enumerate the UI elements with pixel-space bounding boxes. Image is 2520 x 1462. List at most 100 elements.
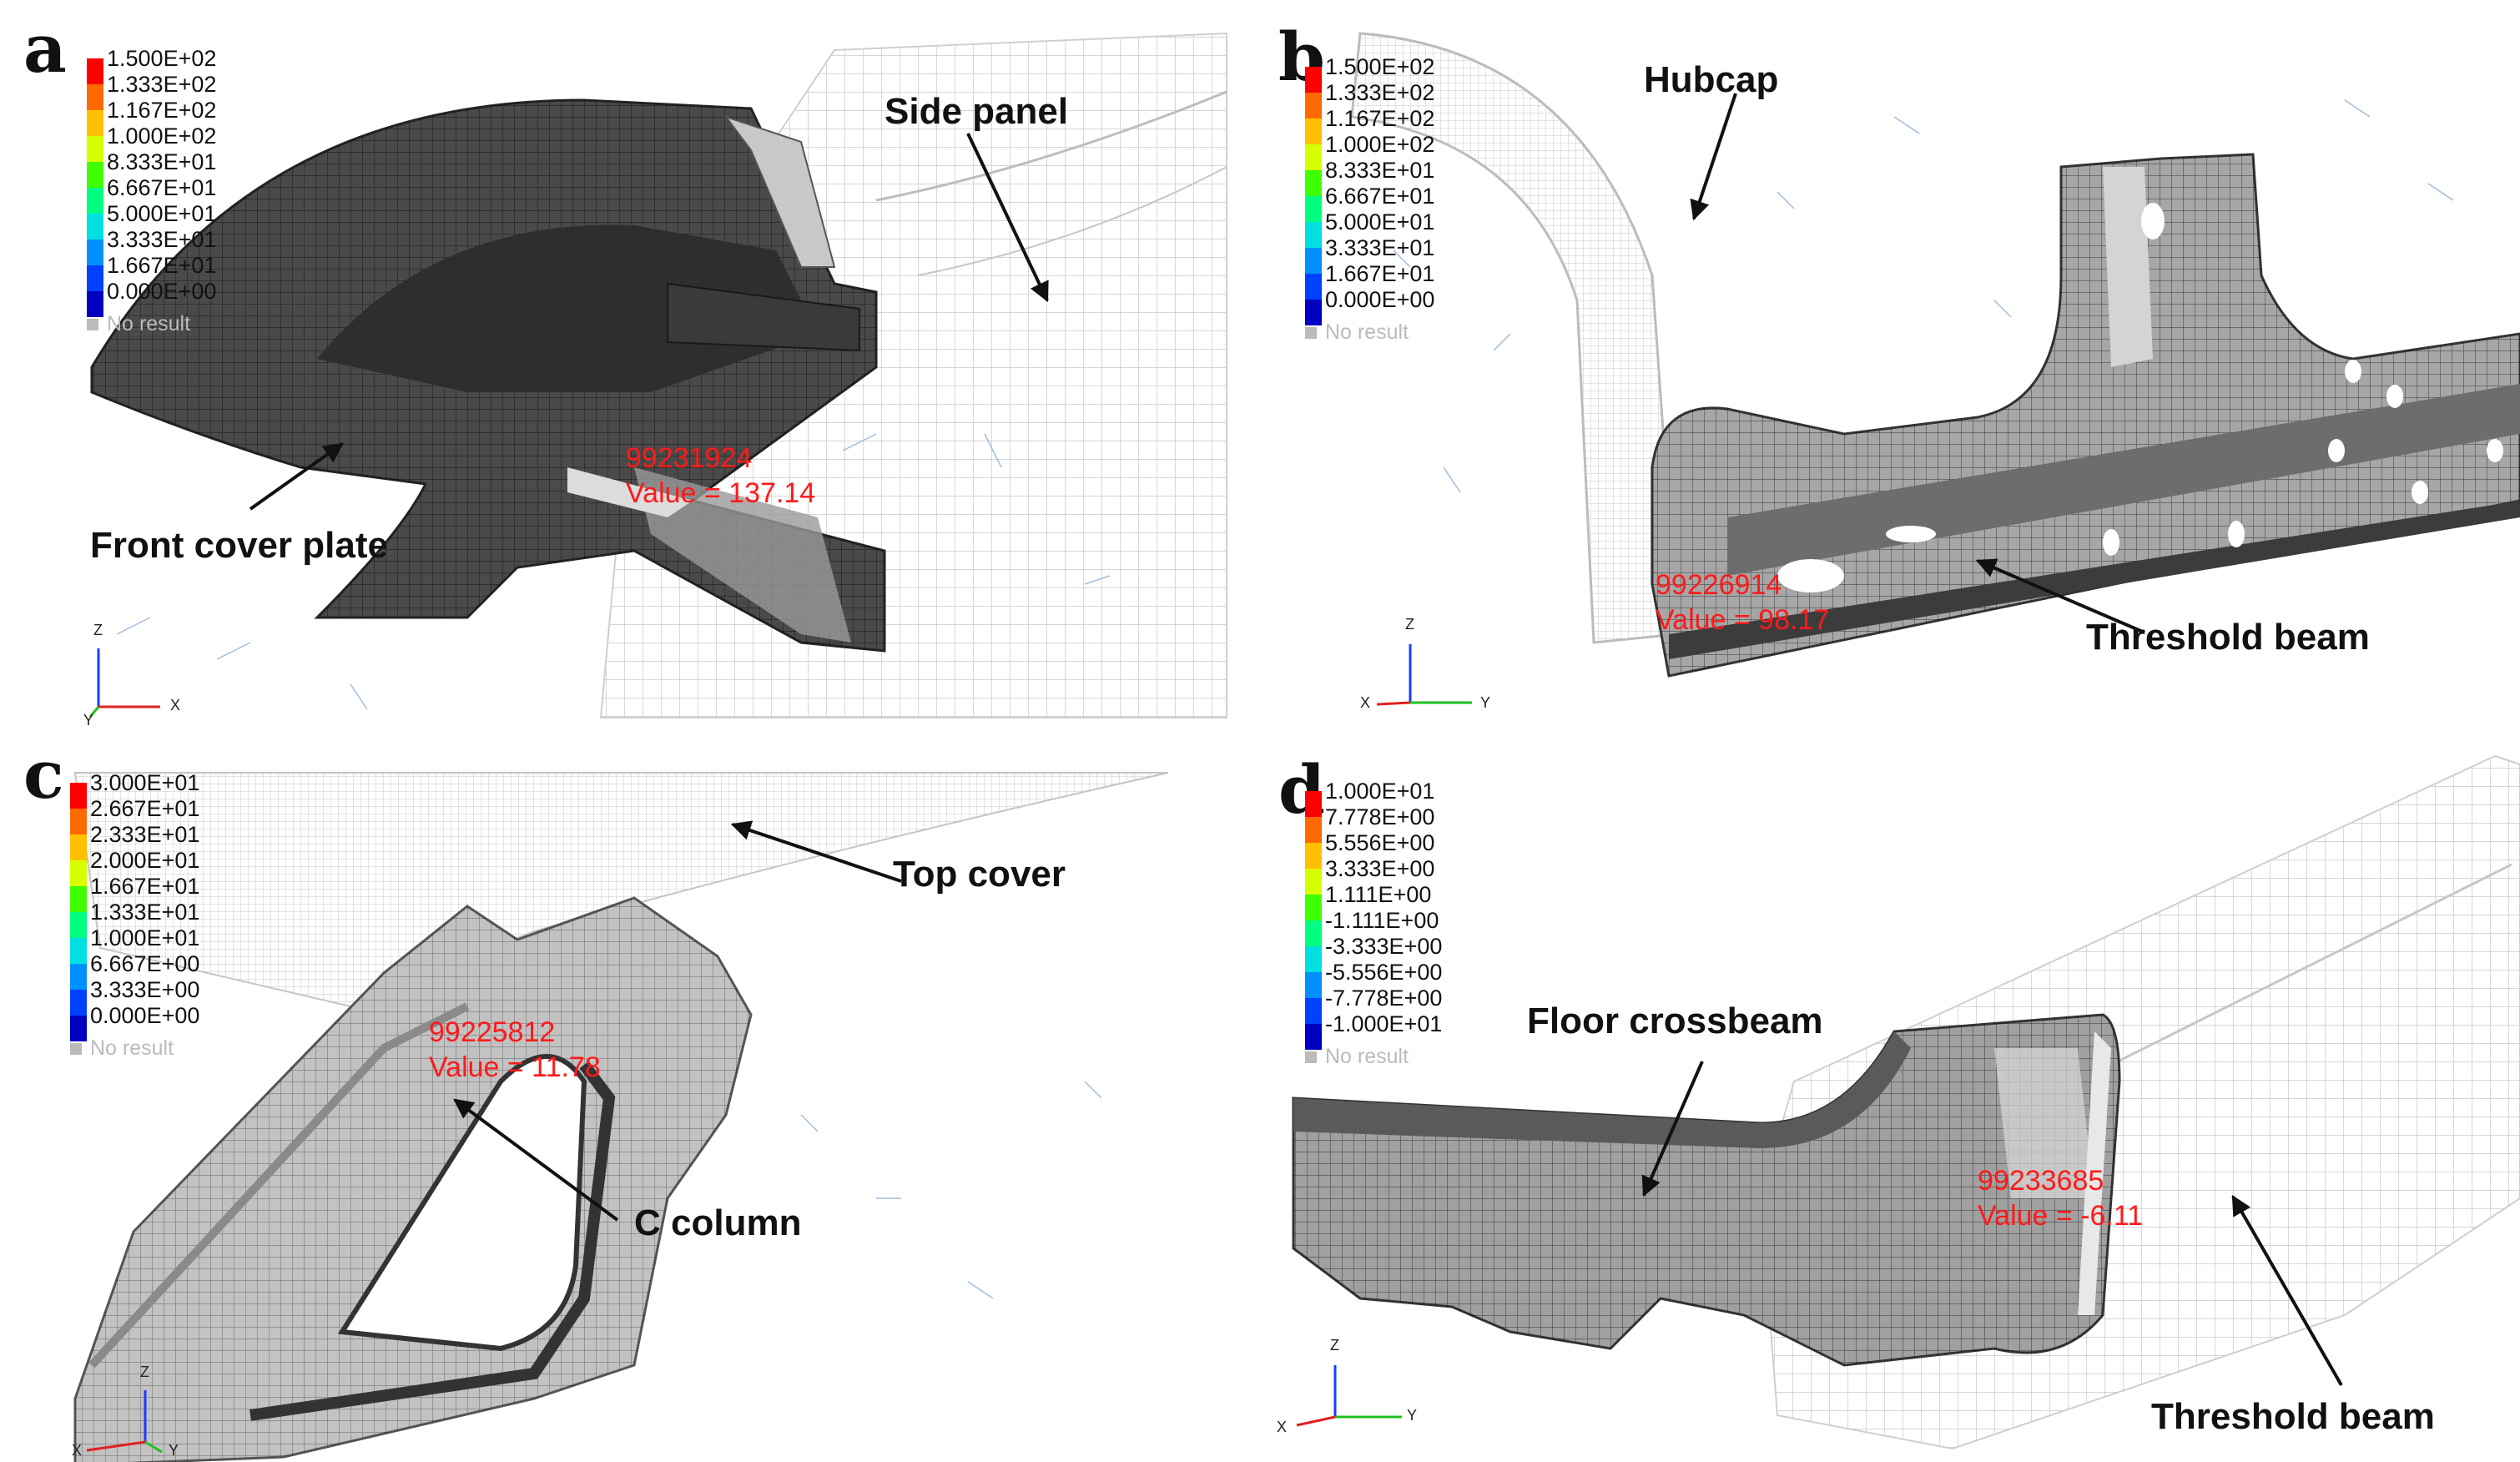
legend-swatch [87, 214, 103, 239]
legend-entry: 6.667E+01 [1305, 184, 1605, 222]
legend-entry: 3.333E+01 [87, 227, 387, 265]
legend-entry: 1.000E+02 [1305, 132, 1605, 170]
callout-top-cover: Top cover [893, 854, 1066, 895]
probe-readout: 99233685 Value = -6.11 [1978, 1163, 2143, 1233]
legend-entry: -7.778E+00 [1305, 986, 1605, 1024]
legend-value: 1.667E+01 [1325, 261, 1435, 286]
legend-entry: 1.500E+02 [87, 46, 387, 84]
legend-swatch [1305, 920, 1322, 946]
legend-entry: 3.333E+01 [1305, 235, 1605, 274]
legend-entry: 1.333E+02 [87, 72, 387, 110]
legend-swatch [1305, 274, 1322, 300]
legend-swatch [87, 188, 103, 214]
legend-swatch [70, 860, 87, 886]
legend-entry: 5.000E+01 [87, 201, 387, 239]
probe-node-id: 99231924 [626, 442, 753, 474]
legend-value: 1.167E+02 [107, 98, 217, 123]
legend-value: 2.000E+01 [90, 848, 200, 873]
panel-b-model [1350, 32, 2520, 678]
panel-label: c [23, 735, 64, 814]
legend-swatch [1305, 300, 1322, 325]
legend-entry: 1.167E+02 [1305, 106, 1605, 144]
legend-value: 1.333E+02 [107, 72, 217, 97]
axis-up-label: Z [1330, 1337, 1339, 1354]
legend-swatch [87, 58, 103, 84]
legend-value: 7.778E+00 [1325, 804, 1435, 829]
legend-entry: 7.778E+00 [1305, 804, 1605, 843]
legend-swatch [1305, 93, 1322, 118]
legend-swatch [70, 1016, 87, 1041]
axis-right-label: Y [1407, 1407, 1418, 1424]
legend-no-result: No result [87, 312, 190, 336]
legend-entry: 5.000E+01 [1305, 209, 1605, 248]
legend-swatch [87, 136, 103, 162]
legend-entry: 0.000E+00 [87, 279, 387, 317]
legend-swatch [1305, 67, 1322, 93]
legend-value: 3.333E+00 [90, 977, 200, 1002]
legend-value: 8.333E+01 [107, 149, 217, 174]
legend-swatch [87, 162, 103, 188]
probe-node-id: 99225812 [429, 1016, 556, 1048]
legend-value: -3.333E+00 [1325, 934, 1443, 959]
legend-swatch [1305, 791, 1322, 817]
no-result-swatch [70, 1043, 82, 1056]
no-result-swatch [87, 319, 98, 331]
legend-swatch [1305, 817, 1322, 843]
legend-value: 3.333E+01 [107, 227, 217, 252]
legend-value: 1.500E+02 [1325, 54, 1435, 79]
legend-entry: 3.333E+00 [70, 977, 370, 1016]
legend-entry: 6.667E+00 [70, 951, 370, 990]
legend-value: 1.333E+01 [90, 900, 200, 925]
legend-entry: 3.000E+01 [70, 770, 370, 809]
axis-right-label: X [72, 1442, 83, 1459]
axis-right-label: Y [1480, 694, 1491, 711]
legend-entry: -5.556E+00 [1305, 960, 1605, 998]
legend-entry: 2.667E+01 [70, 796, 370, 834]
legend-entry: 2.333E+01 [70, 822, 370, 860]
legend-value: 5.556E+00 [1325, 830, 1435, 855]
legend-swatch [70, 938, 87, 964]
legend-no-result: No result [70, 1036, 174, 1061]
legend-swatch [1305, 972, 1322, 998]
callout-hubcap: Hubcap [1644, 59, 1779, 100]
panel-c-model [73, 772, 1169, 1462]
axis-triad: Z Y X [1360, 601, 1502, 718]
legend-entry: 1.500E+02 [1305, 54, 1605, 93]
legend-swatch [1305, 222, 1322, 248]
legend-entry: -3.333E+00 [1305, 934, 1605, 972]
axis-right-label: X [170, 697, 181, 713]
legend-value: 6.667E+01 [107, 175, 217, 200]
legend-value: 3.333E+01 [1325, 235, 1435, 260]
legend-swatch [87, 84, 103, 110]
legend-value: 0.000E+00 [90, 1003, 200, 1028]
no-result-label: No result [1325, 1045, 1409, 1068]
floor-crossbeam-arrow [1641, 1061, 1704, 1197]
legend-swatch [87, 239, 103, 265]
legend-entry: 3.333E+00 [1305, 856, 1605, 895]
legend-entry: 1.333E+01 [70, 900, 370, 938]
legend-entry: 0.000E+00 [1305, 287, 1605, 325]
legend-value: 1.167E+02 [1325, 106, 1435, 131]
no-result-label: No result [90, 1036, 174, 1060]
legend-swatch [70, 783, 87, 809]
legend-swatch [87, 110, 103, 136]
legend-entry: 2.000E+01 [70, 848, 370, 886]
legend-swatch [1305, 946, 1322, 972]
legend-no-result: No result [1305, 1045, 1409, 1069]
axis-depth-label: Y [169, 1442, 179, 1459]
axis-up-label: Z [140, 1364, 149, 1380]
legend-entry: 0.000E+00 [70, 1003, 370, 1041]
axis-depth-label: X [1277, 1419, 1288, 1435]
legend-value: 1.000E+01 [90, 925, 200, 950]
legend-value: -5.556E+00 [1325, 960, 1443, 985]
c-column-arrow [453, 1098, 619, 1222]
legend-entry: 1.000E+01 [1305, 779, 1605, 817]
legend-entry: 1.667E+01 [1305, 261, 1605, 300]
callout-side-panel: Side panel [885, 91, 1069, 132]
axis-depth-label: Y [83, 712, 94, 728]
